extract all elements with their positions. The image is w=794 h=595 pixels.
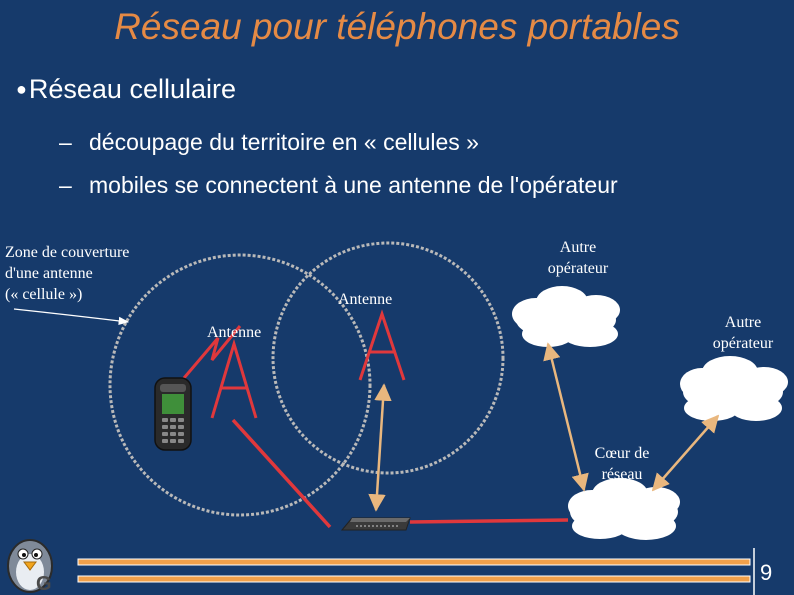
label-core-network: Cœur de réseau	[572, 443, 672, 485]
label-coverage-zone-line-3: (« cellule »)	[5, 286, 83, 303]
arrow-core-to-operator-2	[651, 414, 720, 492]
link-phone-to-antenna	[182, 325, 242, 379]
footer-bar-top	[77, 558, 751, 566]
label-core-network-line-2: réseau	[601, 466, 643, 483]
cloud-core-network	[568, 478, 680, 540]
bullet-main: ●Réseau cellulaire	[16, 74, 236, 105]
antenna-right-icon	[358, 309, 406, 381]
bullet-dash: –	[59, 129, 72, 155]
slide-title: Réseau pour téléphones portables	[114, 6, 680, 47]
bullet-sub-2-text: mobiles se connectent à une antenne de l…	[89, 172, 618, 198]
label-other-operator-1-line-1: Autre	[559, 239, 597, 256]
label-other-operator-1: Autre opérateur	[528, 237, 628, 279]
cloud-other-operator-1	[512, 286, 620, 347]
label-coverage-zone: Zone de couverture d'une antenne (« cell…	[5, 242, 129, 305]
cell-boundary-right	[271, 241, 505, 475]
cloud-other-operator-2	[680, 356, 788, 421]
label-antenna-left: Antenne	[207, 324, 262, 341]
bullet-dot: ●	[16, 79, 27, 99]
label-coverage-zone-line-2: d'une antenne	[5, 265, 93, 282]
penguin-logo: G	[7, 539, 53, 595]
label-other-operator-2-line-2: opérateur	[712, 335, 774, 352]
zone-pointer-arrow	[13, 308, 130, 326]
arrow-core-to-operator-1	[543, 342, 589, 492]
label-other-operator-2: Autre opérateur	[694, 312, 792, 354]
bullet-sub-2: –mobiles se connectent à une antenne de …	[59, 172, 618, 199]
label-antenna-right: Antenne	[338, 291, 393, 308]
label-coverage-zone-line-1: Zone de couverture	[5, 244, 130, 261]
link-switch-to-core	[409, 518, 569, 524]
bullet-sub-1: –découpage du territoire en « cellules »	[59, 129, 479, 156]
footer-bar-bottom	[77, 575, 751, 583]
antenna-left-icon	[210, 338, 258, 419]
bullet-dash: –	[59, 172, 72, 198]
label-other-operator-2-line-1: Autre	[724, 314, 762, 331]
cell-boundary-left	[108, 253, 372, 517]
svg-text:G: G	[36, 573, 52, 595]
label-core-network-line-1: Cœur de	[594, 445, 650, 462]
arrow-antenna-to-switch	[368, 383, 392, 512]
mobile-phone-icon	[154, 377, 192, 451]
bullet-sub-1-text: découpage du territoire en « cellules »	[89, 129, 479, 155]
link-antenna-to-switch	[231, 418, 332, 529]
bullet-main-text: Réseau cellulaire	[28, 74, 236, 104]
label-other-operator-1-line-2: opérateur	[547, 260, 609, 277]
network-switch-icon	[340, 517, 411, 531]
page-number: 9	[760, 560, 773, 585]
